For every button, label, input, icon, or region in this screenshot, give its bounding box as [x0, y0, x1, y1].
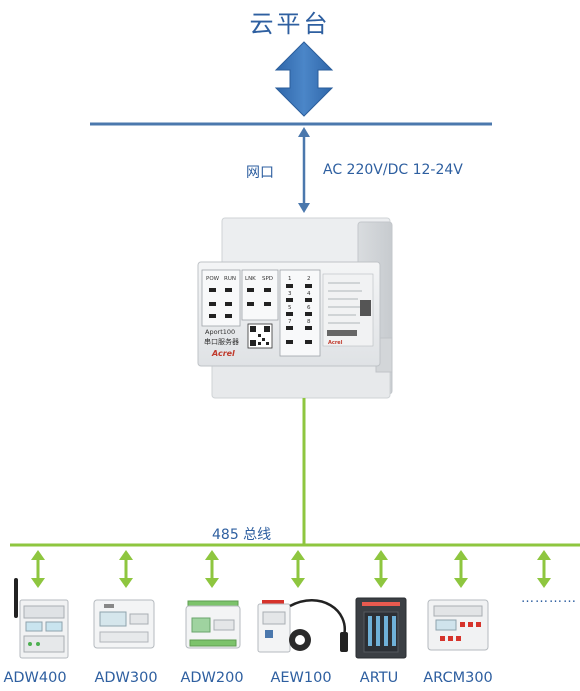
device-aew100-image: [257, 599, 348, 653]
device-link-arrow-icon: [537, 550, 551, 588]
cloud-double-arrow-icon: [274, 41, 334, 117]
network-port-label: 网口: [246, 165, 274, 181]
device-link-arrow-icon: [374, 550, 388, 588]
led-label-lnk: LNK: [245, 276, 256, 282]
port-number-labels: 1 2 3 4 5 6 7 8: [288, 276, 311, 325]
device-label-adw200: ADW200: [180, 670, 244, 686]
led-label-run: RUN: [224, 276, 236, 282]
serial-server-device: Acrel: [197, 217, 393, 399]
device-label-adw300: ADW300: [94, 670, 158, 686]
device-label-aew100: AEW100: [270, 670, 332, 686]
port-number: 5: [288, 305, 292, 311]
device-link-arrows: [31, 550, 551, 588]
device-adw200-image: [185, 600, 241, 649]
led-label-pow: POW: [206, 276, 220, 282]
network-link-arrow-icon: [298, 127, 310, 213]
cloud-platform-title: 云平台: [249, 10, 331, 38]
device-arcm300-image: [427, 599, 489, 651]
device-label-adw400: ADW400: [3, 670, 67, 686]
port-number: 4: [307, 291, 311, 297]
device-artu-image: [355, 597, 407, 659]
rs485-bus-label: 485 总线: [212, 527, 272, 543]
device-link-arrow-icon: [205, 550, 219, 588]
device-link-arrow-icon: [291, 550, 305, 588]
device-label-artu: ARTU: [359, 670, 399, 686]
led-label-spd: SPD: [262, 276, 273, 282]
device-link-arrow-icon: [454, 550, 468, 588]
device-adw400-image: [14, 578, 69, 659]
svg-text:Acrel: Acrel: [328, 340, 343, 346]
port-number: 8: [307, 319, 311, 325]
device-link-arrow-icon: [119, 550, 133, 588]
port-number: 3: [288, 291, 292, 297]
port-number: 1: [288, 276, 292, 282]
server-model: Aport100: [205, 328, 235, 336]
device-link-arrow-icon: [31, 550, 45, 588]
device-label-arcm300: ARCM300: [423, 670, 493, 686]
more-devices-ellipsis: …………: [521, 591, 577, 606]
power-supply-label: AC 220V/DC 12-24V: [323, 162, 463, 178]
server-name: 串口服务器: [204, 337, 239, 346]
port-number: 7: [288, 319, 292, 325]
port-number: 6: [307, 305, 311, 311]
qr-code-icon: [247, 323, 273, 349]
server-brand-logo: Acrel: [211, 349, 235, 358]
device-adw300-image: [93, 599, 155, 649]
port-number: 2: [307, 276, 311, 282]
